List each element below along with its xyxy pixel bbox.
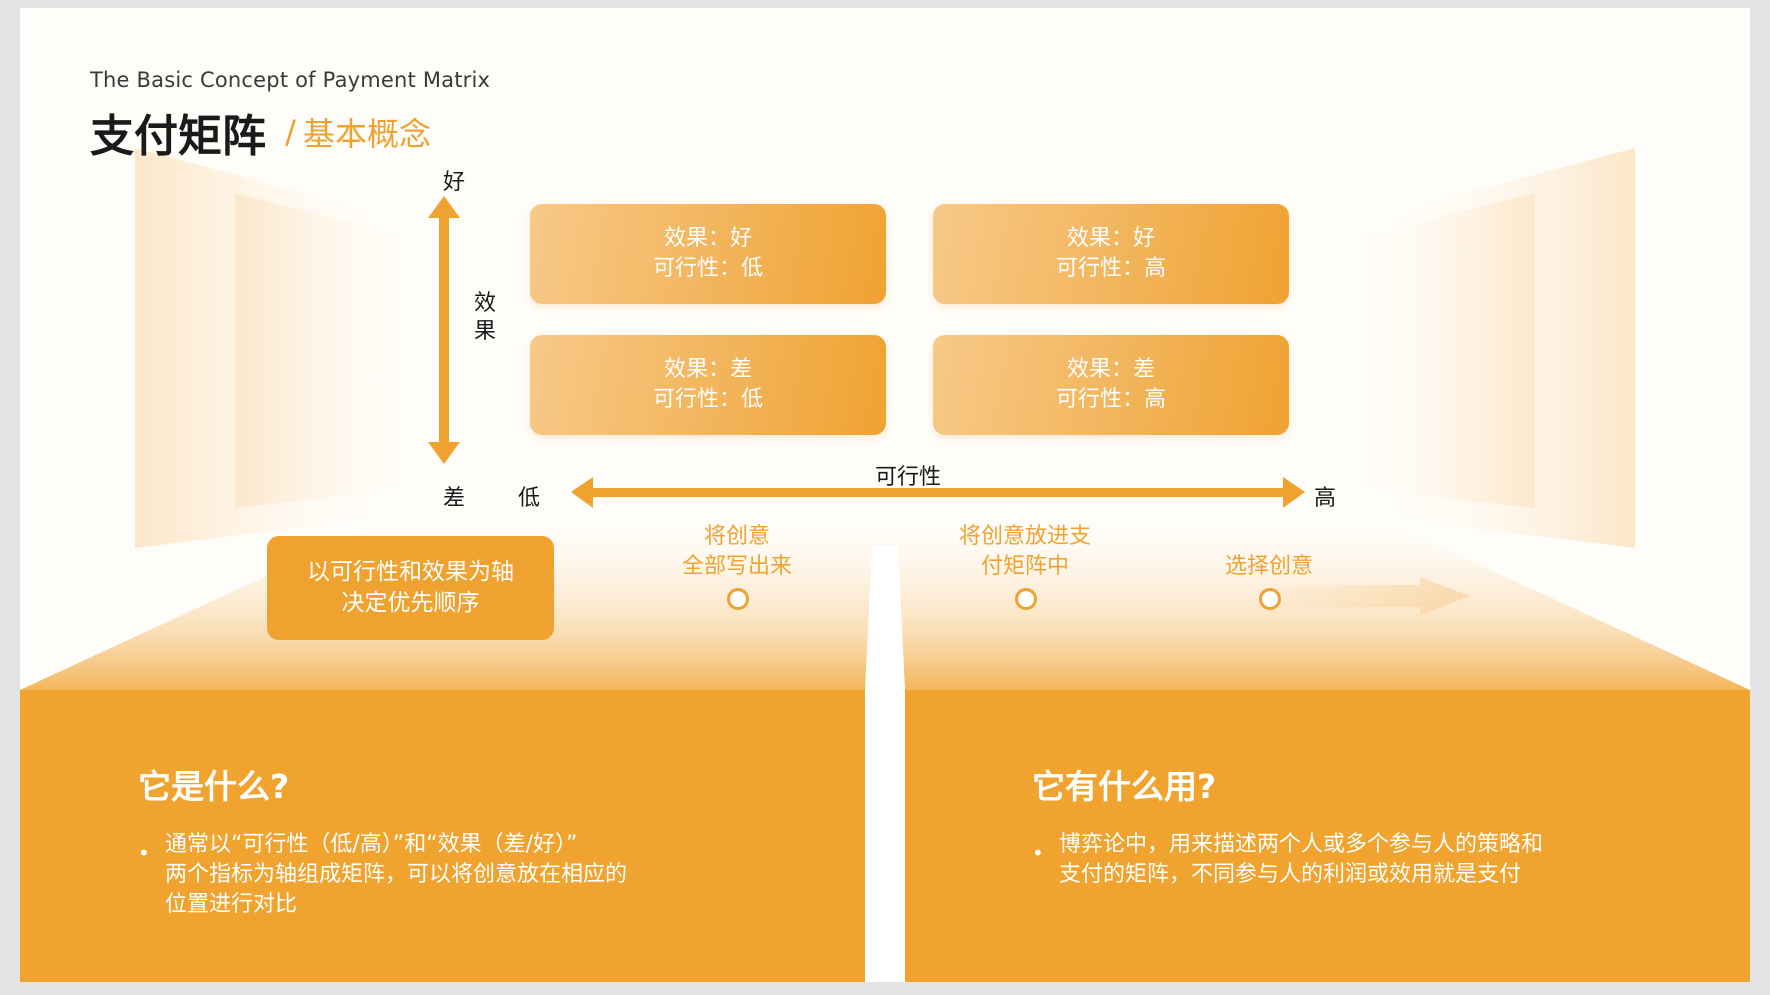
cell-effect: 效果：差 xyxy=(1066,357,1155,382)
matrix-cell-good-high: 效果：好 可行性：高 xyxy=(933,204,1289,304)
title-slash: / xyxy=(285,113,296,151)
process-arrow-fade xyxy=(1260,577,1470,615)
step-1-dot xyxy=(727,588,749,610)
y-axis-title: 效果 xyxy=(470,290,500,346)
step-2-label: 将创意放进支 付矩阵中 xyxy=(915,522,1135,582)
y-axis-title-char: 果 xyxy=(473,319,496,344)
background-perspective xyxy=(20,148,1750,982)
slide: The Basic Concept of Payment Matrix 支付矩阵… xyxy=(20,8,1750,982)
panel-right-bullet: 博弈论中，用来描述两个人或多个参与人的策略和 支付的矩阵，不同参与人的利润或效用… xyxy=(1059,830,1543,890)
page-title: 支付矩阵 / 基本概念 xyxy=(90,100,431,164)
bullet-line: 通常以“可行性（低/高）”和“效果（差/好）” xyxy=(165,832,578,857)
step-2-line-2: 付矩阵中 xyxy=(980,554,1069,579)
cell-feasibility: 可行性：高 xyxy=(1055,256,1166,281)
matrix-axes xyxy=(428,196,1305,508)
step-3-line-1: 选择创意 xyxy=(1224,554,1313,579)
cell-effect: 效果：好 xyxy=(663,226,752,251)
right-wall-inner xyxy=(1355,193,1535,508)
bullet-dot: • xyxy=(138,841,150,865)
matrix-cell-poor-high: 效果：差 可行性：高 xyxy=(933,335,1289,435)
cell-feasibility: 可行性：低 xyxy=(652,256,763,281)
cell-effect: 效果：差 xyxy=(663,357,752,382)
step-2-line-1: 将创意放进支 xyxy=(958,524,1091,549)
english-subtitle: The Basic Concept of Payment Matrix xyxy=(90,68,491,92)
bullet-line: 两个指标为轴组成矩阵，可以将创意放在相应的 xyxy=(165,862,628,887)
x-axis-low-label: 低 xyxy=(518,486,541,511)
step-2-dot xyxy=(1015,588,1037,610)
y-axis-title-char: 效 xyxy=(473,291,496,316)
panel-what-is-it: 它是什么? • 通常以“可行性（低/高）”和“效果（差/好）” 两个指标为轴组成… xyxy=(20,690,865,982)
bullet-line: 支付的矩阵，不同参与人的利润或效用就是支付 xyxy=(1059,862,1522,887)
panel-left-bullet: 通常以“可行性（低/高）”和“效果（差/好）” 两个指标为轴组成矩阵，可以将创意… xyxy=(165,830,627,920)
title-sub: 基本概念 xyxy=(302,115,431,153)
x-axis-title: 可行性 xyxy=(875,465,942,490)
bullet-dot: • xyxy=(1032,841,1044,865)
cell-feasibility: 可行性：低 xyxy=(652,387,763,412)
basis-line-2: 决定优先顺序 xyxy=(341,590,480,616)
panel-left-title: 它是什么? xyxy=(138,767,290,806)
floor-divider xyxy=(865,546,905,690)
priority-basis-box: 以可行性和效果为轴 决定优先顺序 xyxy=(267,536,554,640)
title-main: 支付矩阵 xyxy=(90,111,266,162)
panel-what-is-it-for: 它有什么用? • 博弈论中，用来描述两个人或多个参与人的策略和 支付的矩阵，不同… xyxy=(905,690,1750,982)
step-3-label: 选择创意 xyxy=(1159,552,1379,582)
step-3-dot xyxy=(1259,588,1281,610)
step-1-label: 将创意 全部写出来 xyxy=(627,522,847,582)
bullet-line: 博弈论中，用来描述两个人或多个参与人的策略和 xyxy=(1059,832,1544,857)
step-1-line-2: 全部写出来 xyxy=(681,554,792,579)
panel-right-title: 它有什么用? xyxy=(1032,767,1217,806)
x-axis-high-label: 高 xyxy=(1314,486,1337,511)
y-axis-high-label: 好 xyxy=(443,170,466,195)
y-axis-low-label: 差 xyxy=(443,486,466,511)
bullet-line: 位置进行对比 xyxy=(165,892,298,917)
basis-line-1: 以可行性和效果为轴 xyxy=(307,559,514,585)
left-wall-inner xyxy=(235,193,415,508)
x-axis-arrow xyxy=(571,477,1305,508)
panel-gap xyxy=(865,690,905,982)
cell-feasibility: 可行性：高 xyxy=(1055,387,1166,412)
cell-effect: 效果：好 xyxy=(1066,226,1155,251)
step-1-line-1: 将创意 xyxy=(703,524,770,549)
y-axis-arrow xyxy=(428,196,460,464)
y-axis-title-text: 效果 xyxy=(470,290,500,346)
matrix-cell-poor-low: 效果：差 可行性：低 xyxy=(530,335,886,435)
matrix-cell-good-low: 效果：好 可行性：低 xyxy=(530,204,886,304)
